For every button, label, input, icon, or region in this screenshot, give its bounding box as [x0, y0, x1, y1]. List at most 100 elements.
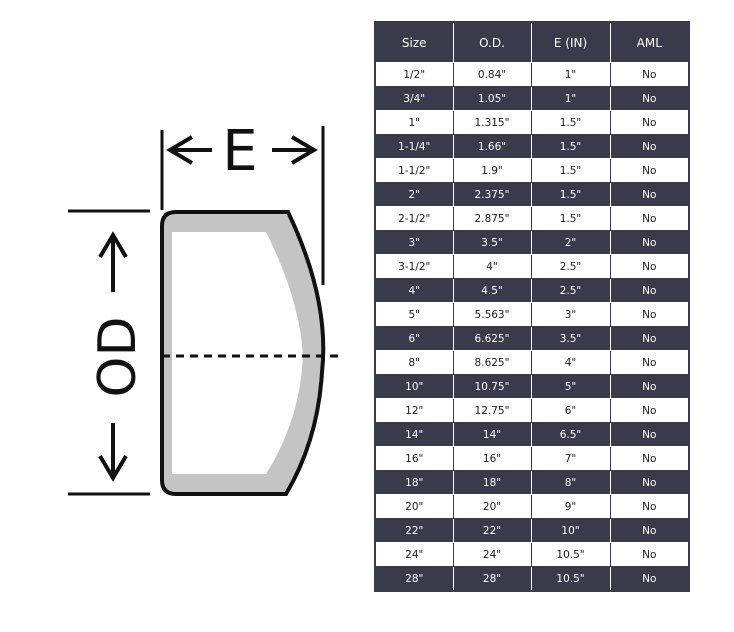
cell-e: 6.5"	[530, 422, 611, 447]
cell-aml: No	[609, 326, 690, 351]
cell-e: 10.5"	[530, 542, 611, 567]
cell-e: 1.5"	[530, 158, 611, 183]
cell-aml: No	[609, 134, 690, 159]
cell-aml: No	[609, 566, 690, 592]
e-label: E	[222, 119, 257, 184]
cell-e: 2.5"	[530, 254, 611, 279]
cell-size: 3/4"	[374, 86, 454, 111]
cell-aml: No	[609, 278, 690, 303]
cell-size: 12"	[374, 398, 454, 423]
table-row: 4"4.5"2.5"No	[374, 278, 690, 303]
cell-e: 1.5"	[530, 206, 611, 231]
cell-aml: No	[609, 350, 690, 375]
od-arrow-down-head	[98, 454, 128, 482]
cell-od: 2.875"	[452, 206, 532, 231]
cell-size: 1"	[374, 110, 454, 135]
cell-od: 1.9"	[452, 158, 532, 183]
header-aml: AML	[609, 21, 690, 63]
cell-e: 9"	[530, 494, 611, 519]
cell-e: 3.5"	[530, 326, 611, 351]
cell-size: 18"	[374, 470, 454, 495]
cell-od: 3.5"	[452, 230, 532, 255]
cell-size: 20"	[374, 494, 454, 519]
header-e: E (IN)	[530, 21, 611, 63]
cell-e: 1.5"	[530, 110, 611, 135]
table-row: 1-1/4"1.66"1.5"No	[374, 134, 690, 159]
cell-size: 8"	[374, 350, 454, 375]
cell-aml: No	[609, 446, 690, 471]
cell-size: 1-1/4"	[374, 134, 454, 159]
table-row: 2-1/2"2.875"1.5"No	[374, 206, 690, 231]
cell-aml: No	[609, 542, 690, 567]
table-row: 8"8.625"4"No	[374, 350, 690, 375]
cell-od: 1.66"	[452, 134, 532, 159]
cell-e: 7"	[530, 446, 611, 471]
table-row: 24"24"10.5"No	[374, 542, 690, 567]
cell-od: 1.05"	[452, 86, 532, 111]
cell-e: 4"	[530, 350, 611, 375]
cell-od: 14"	[452, 422, 532, 447]
cell-aml: No	[609, 302, 690, 327]
table-row: 22"22"10"No	[374, 518, 690, 543]
header-od: O.D.	[452, 21, 532, 63]
cell-e: 10"	[530, 518, 611, 543]
cell-aml: No	[609, 230, 690, 255]
cell-od: 8.625"	[452, 350, 532, 375]
cell-aml: No	[609, 398, 690, 423]
cell-aml: No	[609, 470, 690, 495]
cell-e: 2.5"	[530, 278, 611, 303]
cell-aml: No	[609, 110, 690, 135]
cell-e: 1.5"	[530, 134, 611, 159]
table-row: 20"20"9"No	[374, 494, 690, 519]
cell-e: 1"	[530, 62, 611, 87]
cell-size: 1/2"	[374, 62, 454, 87]
cell-size: 1-1/2"	[374, 158, 454, 183]
od-arrow-up-head	[98, 231, 128, 259]
cell-od: 16"	[452, 446, 532, 471]
e-arrow-left-head	[166, 135, 194, 165]
cell-aml: No	[609, 86, 690, 111]
table-row: 6"6.625"3.5"No	[374, 326, 690, 351]
cell-od: 2.375"	[452, 182, 532, 207]
pipe-cap-diagram: E OD	[68, 119, 344, 496]
header-size: Size	[374, 21, 454, 63]
cell-size: 24"	[374, 542, 454, 567]
cell-aml: No	[609, 518, 690, 543]
cell-aml: No	[609, 182, 690, 207]
table-row: 3/4"1.05"1"No	[374, 86, 690, 111]
cell-od: 28"	[452, 566, 532, 592]
e-arrow-right-head	[290, 135, 318, 165]
table-row: 2"2.375"1.5"No	[374, 182, 690, 207]
table-row: 1/2"0.84"1"No	[374, 62, 690, 87]
table-row: 5"5.563"3"No	[374, 302, 690, 327]
cell-od: 20"	[452, 494, 532, 519]
od-label: OD	[88, 317, 148, 398]
cell-size: 10"	[374, 374, 454, 399]
cell-od: 18"	[452, 470, 532, 495]
cell-aml: No	[609, 62, 690, 87]
cell-size: 5"	[374, 302, 454, 327]
cell-size: 22"	[374, 518, 454, 543]
cell-e: 10.5"	[530, 566, 611, 592]
cell-aml: No	[609, 494, 690, 519]
cell-e: 1.5"	[530, 182, 611, 207]
table-row: 18"18"8"No	[374, 470, 690, 495]
cell-e: 8"	[530, 470, 611, 495]
cell-aml: No	[609, 374, 690, 399]
cell-od: 22"	[452, 518, 532, 543]
cell-size: 3"	[374, 230, 454, 255]
table-header-row: Size O.D. E (IN) AML	[374, 21, 690, 63]
cell-od: 4.5"	[452, 278, 532, 303]
cell-e: 5"	[530, 374, 611, 399]
table-row: 3"3.5"2"No	[374, 230, 690, 255]
cell-od: 5.563"	[452, 302, 532, 327]
cell-e: 2"	[530, 230, 611, 255]
cell-size: 2"	[374, 182, 454, 207]
table-row: 12"12.75"6"No	[374, 398, 690, 423]
cell-aml: No	[609, 206, 690, 231]
cell-od: 6.625"	[452, 326, 532, 351]
cell-od: 12.75"	[452, 398, 532, 423]
cell-e: 1"	[530, 86, 611, 111]
cell-od: 0.84"	[452, 62, 532, 87]
